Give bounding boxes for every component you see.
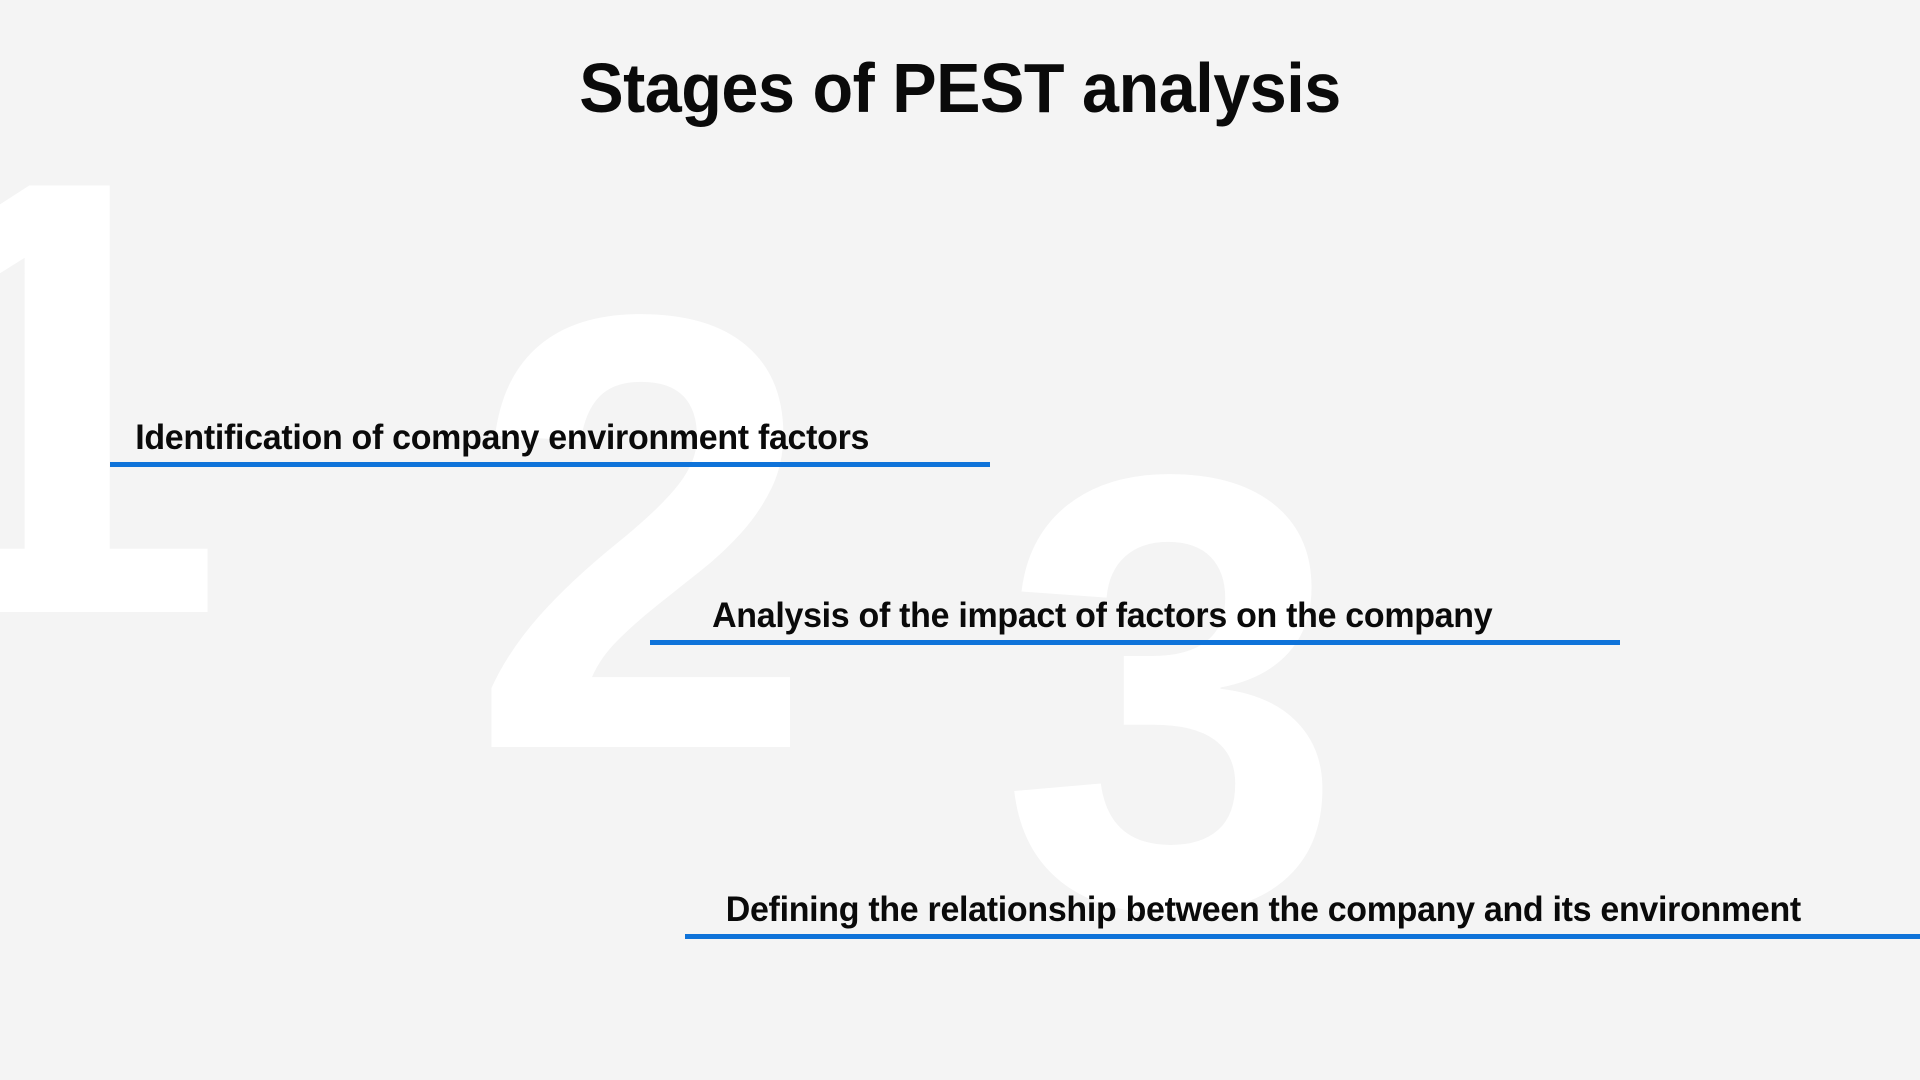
stage-underline-2 [650, 640, 1620, 646]
watermark-numeral-3: 3 [1000, 347, 1345, 1039]
stage-item-2: Analysis of the impact of factors on the… [650, 596, 1620, 646]
stage-label-1: Identification of company environment fa… [135, 418, 870, 457]
page-title: Stages of PEST analysis [579, 49, 1341, 127]
stage-item-1: Identification of company environment fa… [110, 418, 990, 468]
stage-label-2: Analysis of the impact of factors on the… [712, 596, 1493, 635]
stage-underline-3 [685, 934, 1920, 940]
watermark-numeral-1: 1 [0, 52, 225, 744]
stage-label-3: Defining the relationship between the co… [725, 890, 1801, 929]
stage-underline-1 [110, 462, 990, 468]
stage-item-3: Defining the relationship between the co… [685, 890, 1920, 940]
watermark-numeral-2: 2 [470, 187, 815, 879]
